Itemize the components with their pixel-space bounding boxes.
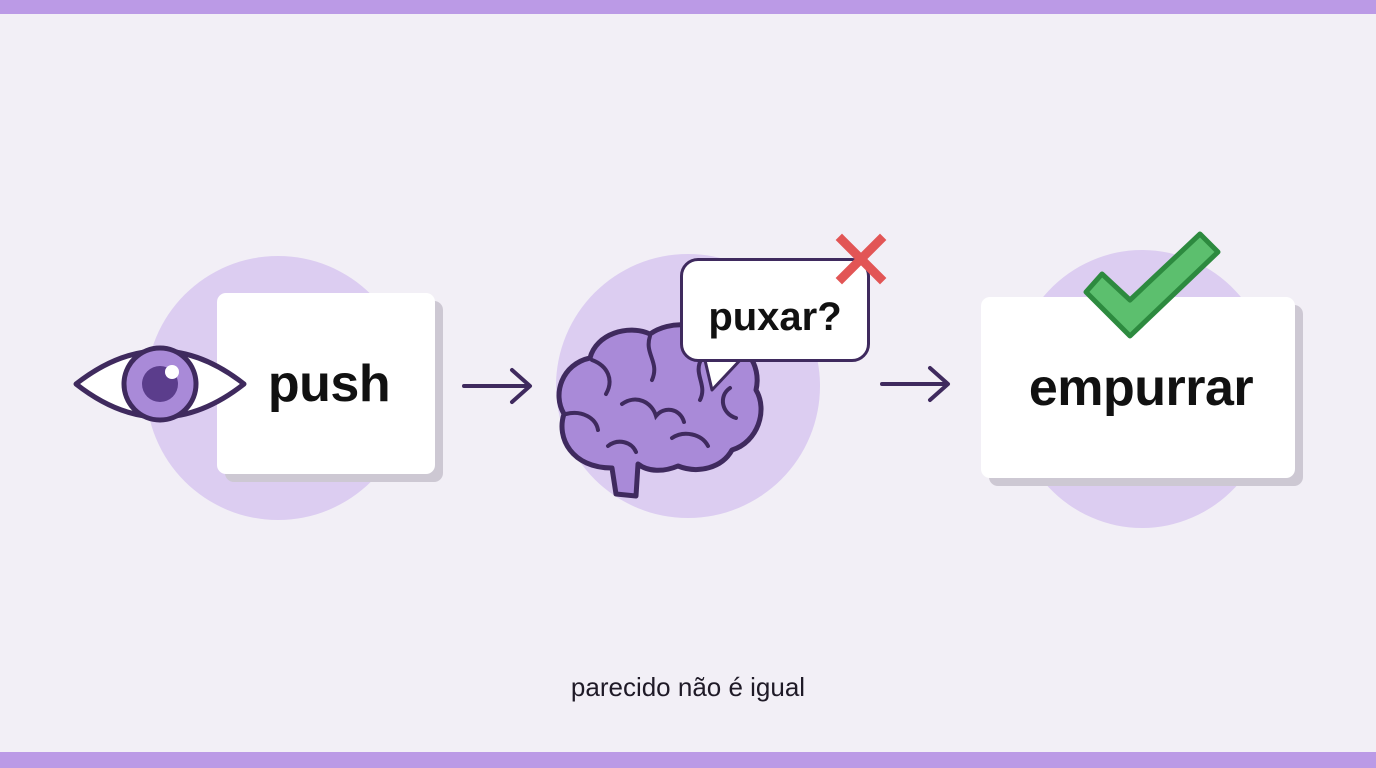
checkmark-icon (1083, 231, 1221, 339)
cross-icon (835, 233, 887, 285)
eye-icon (73, 345, 247, 423)
correct-translation: empurrar (1028, 358, 1254, 417)
bottom-accent-bar (0, 752, 1376, 768)
wrong-guess: puxar? (708, 294, 842, 339)
top-accent-bar (0, 0, 1376, 14)
source-word: push (267, 354, 391, 413)
source-word-card: push (217, 293, 435, 474)
caption: parecido não é igual (570, 672, 806, 702)
arrow-right-icon (880, 366, 950, 402)
arrow-right-icon (462, 368, 532, 404)
